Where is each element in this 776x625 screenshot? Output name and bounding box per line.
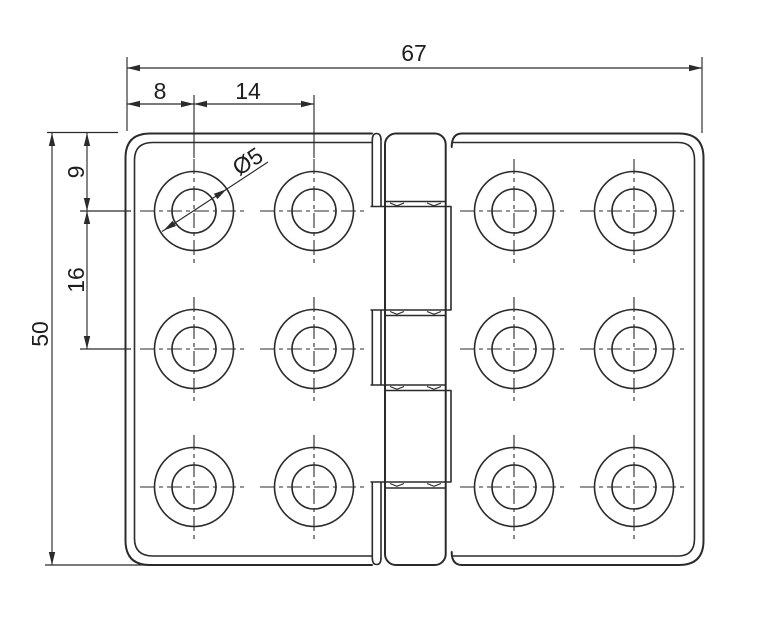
hole-r3c1 xyxy=(139,434,249,540)
dimension-extension-lines xyxy=(45,57,703,566)
arrowhead xyxy=(83,336,91,349)
dimension-label: 9 xyxy=(63,166,89,179)
knuckle-junction-2 xyxy=(370,309,452,317)
knuckle-junction-1 xyxy=(370,200,452,208)
dim-hole-offset-y: 9 xyxy=(63,133,91,211)
arrowhead xyxy=(83,211,91,224)
arrowhead xyxy=(301,100,314,108)
hole-r3c3 xyxy=(459,434,569,540)
hole-r1c2 xyxy=(259,158,369,264)
hole-r1c4 xyxy=(579,158,689,264)
dimension-label: 14 xyxy=(235,78,261,104)
barrel-contour xyxy=(384,132,447,566)
right-leaf-inner-edge xyxy=(452,141,696,557)
knuckle-strip-left-middle xyxy=(371,310,382,385)
arrowhead xyxy=(689,64,702,72)
left-leaf-inner-edge xyxy=(133,141,372,557)
arrowhead xyxy=(83,133,91,146)
arrowhead xyxy=(48,133,56,146)
arrowhead xyxy=(181,100,194,108)
dim-overall-width: 67 xyxy=(127,40,702,72)
dimension-label: 16 xyxy=(63,267,89,293)
hole-r2c2 xyxy=(259,296,369,402)
dim-overall-height: 50 xyxy=(27,133,56,565)
dim-hole-offset-x: 8 xyxy=(127,78,194,108)
hole-r2c3 xyxy=(459,296,569,402)
knuckle-strip-left-top xyxy=(371,132,382,207)
dimension-label: Ø5 xyxy=(228,142,268,181)
diameter-leader-line xyxy=(161,161,269,232)
knuckle-junction-3 xyxy=(370,384,452,392)
arrowhead xyxy=(48,552,56,565)
arrowhead xyxy=(127,64,140,72)
hole-r2c4 xyxy=(579,296,689,402)
knuckle-junction-4 xyxy=(370,481,452,489)
hole-r2c1 xyxy=(139,296,249,402)
hole-r3c2 xyxy=(259,434,369,540)
dim-hole-pitch-x: 14 xyxy=(194,78,314,108)
arrowhead xyxy=(213,189,227,200)
arrowhead xyxy=(194,100,207,108)
arrowhead xyxy=(127,100,140,108)
right-leaf xyxy=(450,132,705,566)
arrowhead xyxy=(163,220,177,231)
dimension-label: 50 xyxy=(27,321,53,347)
dimension-label: 67 xyxy=(401,40,427,66)
dim-hole-pitch-y: 16 xyxy=(63,211,91,349)
hole-r1c3 xyxy=(459,158,569,264)
hole-r3c4 xyxy=(579,434,689,540)
dimension-label: 8 xyxy=(154,78,167,104)
arrowhead xyxy=(83,198,91,211)
right-leaf-outer-contour xyxy=(450,132,705,566)
knuckle-strip-left-bottom xyxy=(371,482,382,566)
hinge-barrel xyxy=(370,132,452,566)
